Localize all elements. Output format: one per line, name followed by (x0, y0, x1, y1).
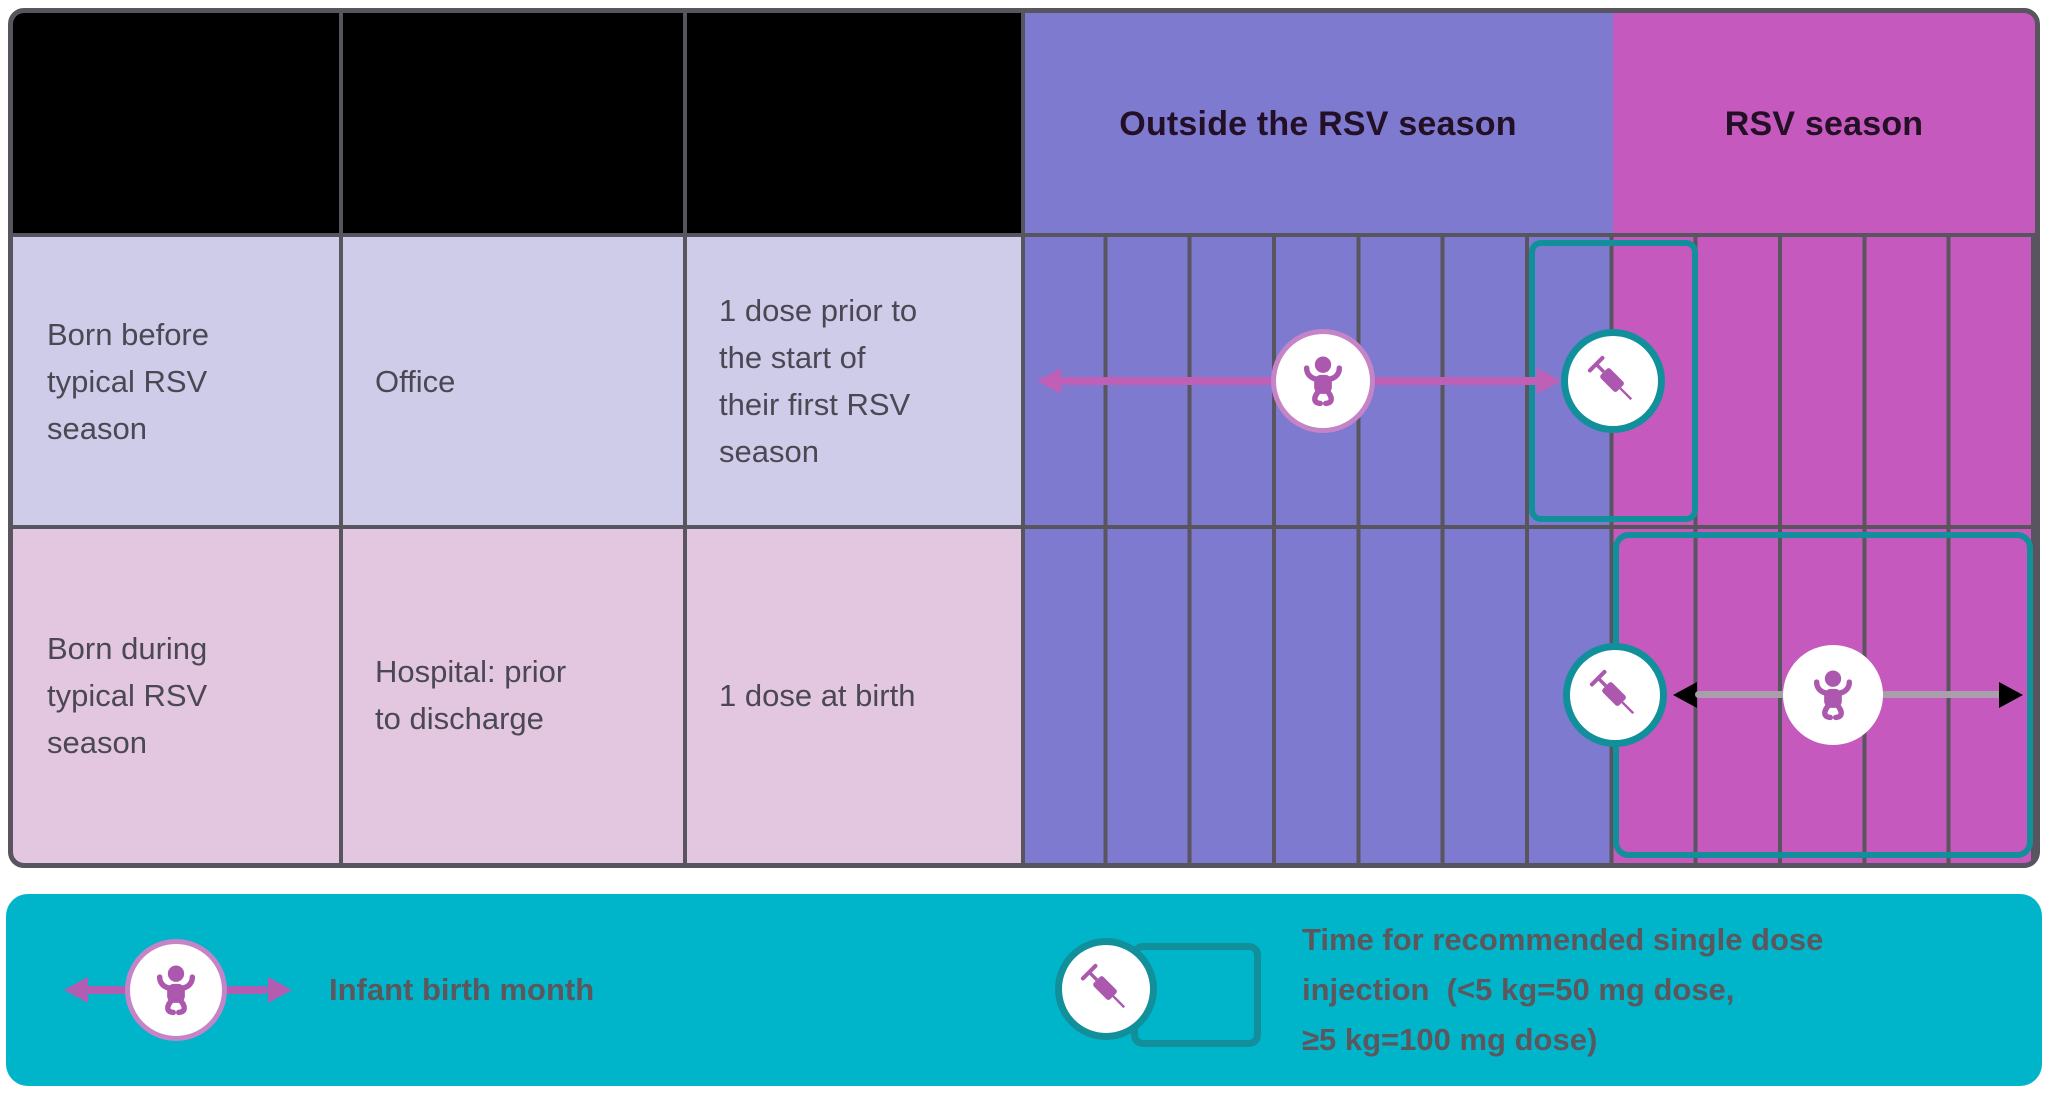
table-frame: Outside the RSV season RSV season Born b… (8, 8, 2040, 868)
baby-icon-badge-row1 (1271, 329, 1375, 433)
outside-season-label: Outside the RSV season (1119, 104, 1517, 143)
baby-icon-badge-row2 (1783, 645, 1883, 745)
row2-birth-timing-cell: Born during typical RSV season (13, 527, 341, 863)
timeline-row2 (1023, 527, 2035, 863)
row2-location-cell: Hospital: prior to discharge (341, 527, 685, 863)
column-divider (1021, 13, 1025, 863)
rsv-season-label: RSV season (1724, 104, 1924, 143)
arrow-right-head (1537, 368, 1561, 394)
arrow-left-head (64, 977, 88, 1003)
syringe-icon (1589, 669, 1635, 715)
header-outside-season: Outside the RSV season (1023, 13, 1613, 235)
baby-icon (1813, 670, 1853, 721)
row1-birth-timing-cell: Born before typical RSV season (13, 235, 341, 527)
arrow-left-head (1037, 368, 1061, 394)
row-divider (13, 233, 2035, 237)
legend-band: Infant birth month Time for recommended … (6, 894, 2042, 1086)
header-blank-cells (13, 13, 1023, 235)
arrow-left-head (1673, 682, 1697, 708)
baby-icon (1303, 356, 1343, 407)
row1-location-cell: Office (341, 235, 685, 527)
timeline-row1 (1023, 235, 2035, 527)
legend-syringe-icon-badge (1055, 938, 1157, 1040)
arrow-right-head (1999, 682, 2023, 708)
syringe-icon (1080, 963, 1126, 1009)
legend-infant-label: Infant birth month (329, 972, 595, 1007)
arrow-right-head (268, 977, 292, 1003)
row2-dosing-cell: 1 dose at birth (685, 527, 1023, 863)
row-divider (13, 525, 2035, 529)
legend-baby-icon-badge (125, 939, 227, 1041)
column-divider (339, 13, 343, 863)
syringe-icon-badge-row2 (1563, 643, 1667, 747)
legend-injection-label: Time for recommended single dose injecti… (1302, 922, 1824, 1057)
row1-dosing-cell: 1 dose prior to the start of their first… (685, 235, 1023, 527)
syringe-icon (1587, 355, 1633, 401)
syringe-icon-badge-row1 (1561, 329, 1665, 433)
baby-icon (156, 965, 196, 1016)
column-divider (683, 13, 687, 863)
header-rsv-season: RSV season (1613, 13, 2035, 235)
